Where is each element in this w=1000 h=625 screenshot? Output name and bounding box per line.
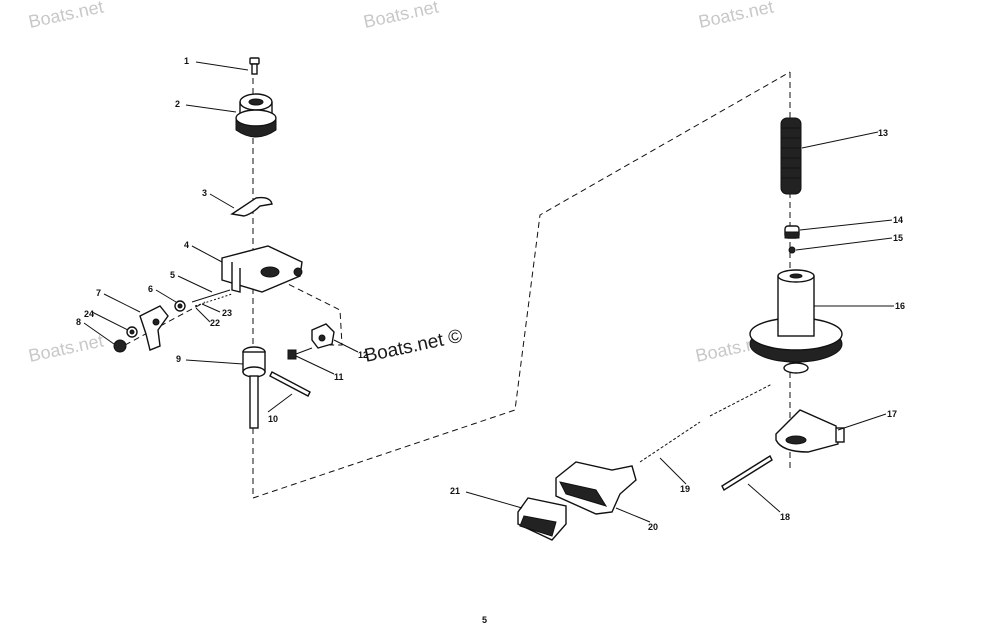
- callout-13: 13: [878, 128, 888, 138]
- linkage-dashed-line: [124, 301, 206, 346]
- assembly-lines: [124, 71, 791, 499]
- callout-9: 9: [176, 354, 181, 364]
- part-17-base: [775, 409, 845, 453]
- callout-3: 3: [202, 188, 207, 198]
- part-15-ball: [788, 246, 796, 254]
- part-6-washer: [174, 300, 186, 312]
- callout-labels: 1 2 3 4 5 6 7 8 9 10 11 12 13 14 15 16 1…: [76, 56, 905, 532]
- callout-4: 4: [184, 240, 189, 250]
- part-11-bolt: [287, 347, 313, 360]
- part-9-shaft: [242, 346, 266, 429]
- part-19-cord: [639, 383, 773, 463]
- part-14-bushing: [784, 225, 800, 239]
- callout-11: 11: [334, 372, 344, 382]
- callout-23: 23: [222, 308, 232, 318]
- callout-10: 10: [268, 414, 278, 424]
- part-21-insert: [517, 497, 567, 541]
- part-18-pin: [721, 454, 773, 492]
- watermark-copyright: Boats.net ©: [363, 326, 465, 367]
- part-16-pulley: [749, 269, 843, 374]
- callout-19: 19: [680, 484, 690, 494]
- part-3-clip: [230, 196, 273, 217]
- connector-dashed-line: [252, 71, 791, 499]
- callout-20: 20: [648, 522, 658, 532]
- callout-17: 17: [887, 409, 897, 419]
- part-7-lever: [139, 305, 169, 351]
- watermark-top-center: Boats.net: [362, 0, 441, 32]
- callout-1: 1: [184, 56, 189, 66]
- callout-8: 8: [76, 317, 81, 327]
- callout-2: 2: [175, 99, 180, 109]
- bracket-dashed-line: [279, 279, 343, 346]
- watermark-top-right: Boats.net: [697, 0, 776, 32]
- callout-14: 14: [893, 215, 903, 225]
- part-1-screw: [249, 57, 260, 75]
- page-number: 5: [482, 615, 487, 625]
- part-13-spring: [780, 117, 802, 195]
- callout-21: 21: [450, 486, 460, 496]
- callout-6: 6: [148, 284, 153, 294]
- callout-24: 24: [84, 309, 94, 319]
- part-2-gear: [235, 93, 277, 138]
- part-4-bracket: [221, 245, 303, 293]
- watermark-mid-left: Boats.net: [27, 331, 106, 366]
- watermark-top-left: Boats.net: [27, 0, 106, 32]
- callout-22: 22: [210, 318, 220, 328]
- callout-12: 12: [358, 350, 368, 360]
- callout-5: 5: [170, 270, 175, 280]
- callout-15: 15: [893, 233, 903, 243]
- part-20-handle: [555, 461, 637, 515]
- part-24-nut: [126, 326, 138, 338]
- callout-7: 7: [96, 288, 101, 298]
- part-12-clamp: [311, 323, 335, 349]
- part-8-knob: [113, 339, 127, 353]
- part-10-pin: [269, 371, 311, 397]
- part-5-spring: [191, 289, 233, 307]
- callout-16: 16: [895, 301, 905, 311]
- callout-18: 18: [780, 512, 790, 522]
- leader-lines: [83, 61, 894, 523]
